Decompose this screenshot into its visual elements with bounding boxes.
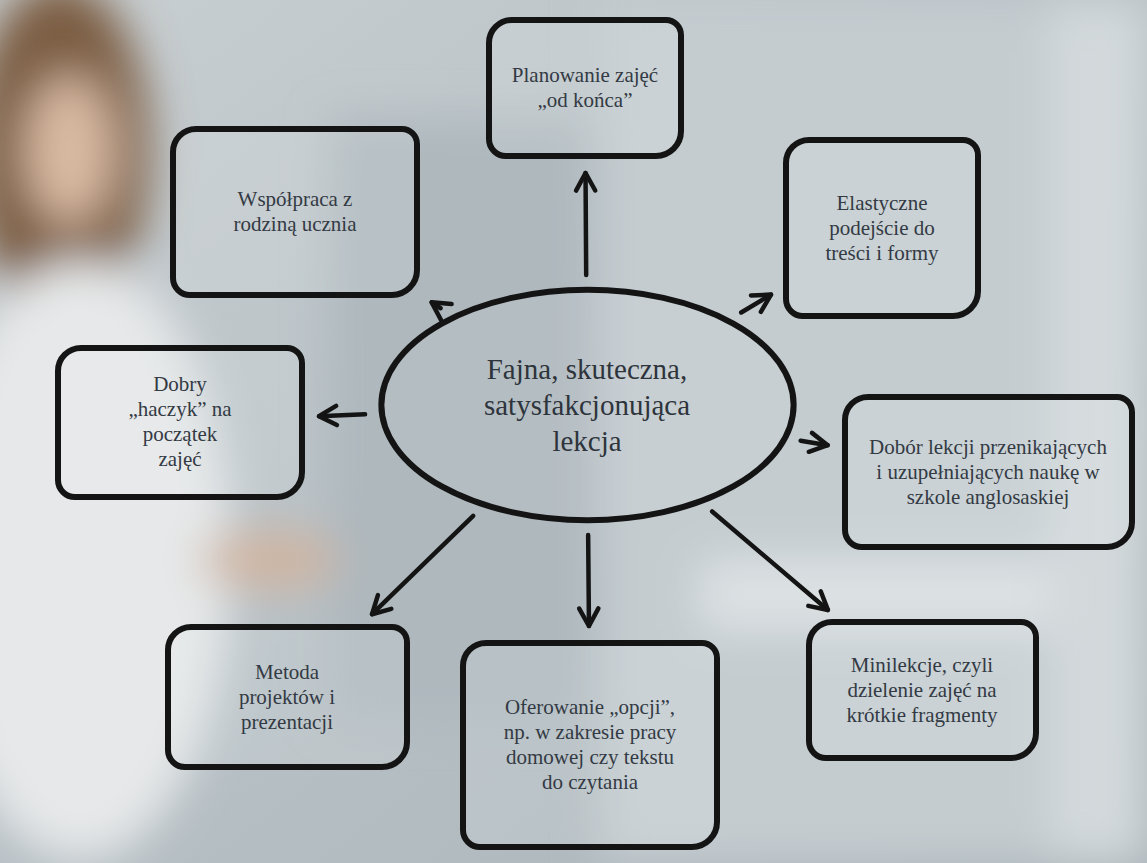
arrow-connector <box>712 511 828 609</box>
box-label: Dobór lekcji przenikających i uzupełniaj… <box>866 435 1111 510</box>
idea-box: Dobry „haczyk” na początek zajęć <box>55 345 305 500</box>
ellipse-stroke <box>381 290 793 520</box>
text-wrap: Fajna, skuteczna, satysfakcjonująca lekc… <box>452 351 722 459</box>
idea-box: Minilekcje, czyli dzielenie zajęć na kró… <box>806 619 1039 761</box>
text-wrap: Współpraca z rodziną ucznia <box>228 187 363 237</box>
idea-box: Planowanie zajęć „od końca” <box>486 17 684 159</box>
idea-box: Metoda projektów i prezentacji <box>165 624 410 770</box>
arrow-connector <box>319 406 365 425</box>
central-ellipse: Fajna, skuteczna, satysfakcjonująca lekc… <box>375 285 800 525</box>
arrow-shaft <box>712 511 828 609</box>
arrow-connector <box>372 516 473 614</box>
arrow-connector <box>801 433 828 452</box>
arrow-head <box>372 595 391 614</box>
text-wrap: Minilekcje, czyli dzielenie zajęć na kró… <box>830 653 1015 728</box>
arrow-head <box>576 173 595 191</box>
arrow-shaft <box>741 295 771 313</box>
idea-box: Współpraca z rodziną ucznia <box>170 126 420 298</box>
arrow-connector <box>576 173 595 275</box>
arrow-shaft <box>586 535 591 626</box>
box-label: Oferowanie „opcji”, np. w zakresie pracy… <box>498 695 683 795</box>
arrow-head <box>319 406 337 425</box>
text-wrap: Oferowanie „opcji”, np. w zakresie pracy… <box>498 695 683 795</box>
idea-box: Dobór lekcji przenikających i uzupełniaj… <box>842 394 1135 550</box>
box-label: Metoda projektów i prezentacji <box>212 660 362 735</box>
arrow-connector <box>741 295 771 313</box>
box-label: Dobry „haczyk” na początek zajęć <box>120 372 240 472</box>
central-label: Fajna, skuteczna, satysfakcjonująca lekc… <box>452 351 722 459</box>
box-label: Minilekcje, czyli dzielenie zajęć na kró… <box>830 653 1015 728</box>
arrow-head <box>808 591 828 610</box>
arrow-shaft <box>583 173 588 275</box>
arrow-head <box>809 433 828 452</box>
idea-box: Elastyczne podejście do treści i formy <box>783 137 981 319</box>
text-wrap: Metoda projektów i prezentacji <box>212 660 362 735</box>
arrow-head <box>579 608 598 626</box>
arrow-connector <box>579 535 598 626</box>
text-wrap: Dobór lekcji przenikających i uzupełniaj… <box>866 435 1111 510</box>
text-wrap: Planowanie zajęć „od końca” <box>510 63 660 113</box>
text-wrap: Dobry „haczyk” na początek zajęć <box>120 372 240 472</box>
box-label: Planowanie zajęć „od końca” <box>510 63 660 113</box>
arrow-shaft <box>372 516 473 614</box>
box-label: Współpraca z rodziną ucznia <box>228 187 363 237</box>
box-label: Elastyczne podejście do treści i formy <box>807 191 957 266</box>
idea-box: Oferowanie „opcji”, np. w zakresie pracy… <box>460 640 720 850</box>
text-wrap: Elastyczne podejście do treści i formy <box>807 191 957 266</box>
arrow-head <box>751 295 771 312</box>
